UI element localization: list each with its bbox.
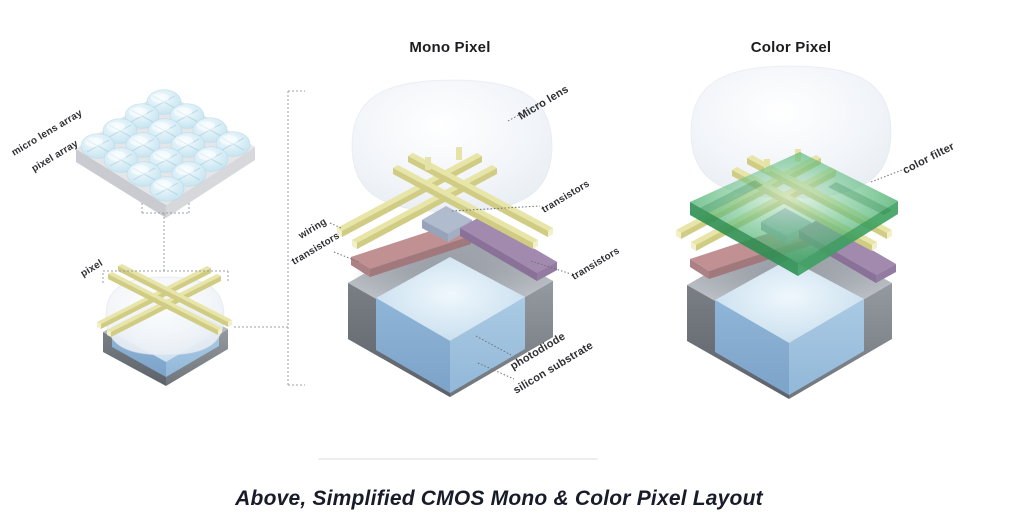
leader-silicon-substrate	[477, 362, 515, 380]
leader-micro-lens	[507, 102, 541, 122]
connector-lines	[102, 90, 305, 386]
pixel-wiring-bars	[97, 264, 232, 337]
label-pixel: pixel	[79, 258, 105, 280]
figure-caption: Above, Simplified CMOS Mono & Color Pixe…	[235, 487, 763, 510]
label-transistors-left: transistors	[290, 230, 342, 267]
leader-transistors-bottom-right	[530, 260, 572, 275]
mono-pixel-title: Mono Pixel	[409, 39, 490, 56]
color-pixel-illustration	[676, 65, 898, 399]
label-color-filter: color filter	[901, 140, 957, 176]
label-transistors-bottom-right: transistors	[570, 245, 622, 282]
leader-lines	[329, 102, 903, 380]
label-transistors-top-right: transistors	[540, 178, 592, 215]
section-divider	[318, 458, 598, 460]
leader-transistors-top-right	[451, 205, 541, 212]
micro-lens-array	[76, 90, 255, 218]
color-filter-layer	[690, 152, 898, 276]
color-pixel-title: Color Pixel	[751, 39, 832, 56]
leader-transistors-left	[333, 251, 360, 263]
pixel-detail	[97, 264, 232, 386]
